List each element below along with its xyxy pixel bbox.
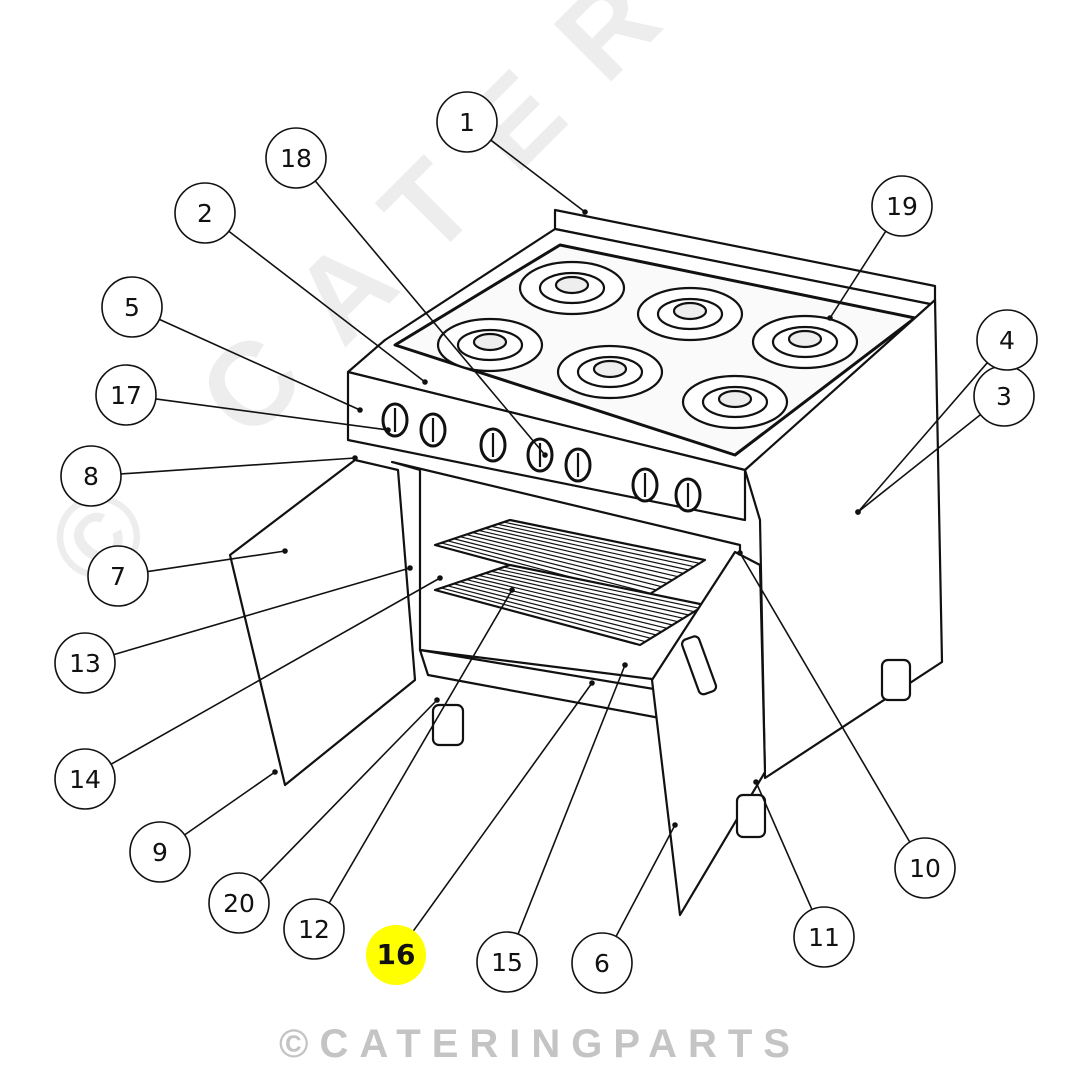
leader-line: [755, 781, 813, 910]
burner: [518, 260, 626, 316]
leader-line: [159, 318, 361, 411]
callout-number: 17: [110, 381, 142, 410]
callout-number: 12: [298, 915, 330, 944]
callout-number: 3: [996, 382, 1012, 411]
callout-number: 8: [83, 462, 99, 491]
control-knob[interactable]: [526, 437, 554, 473]
oven-rack: [433, 518, 707, 602]
leader-line: [259, 699, 438, 883]
left-door: [228, 458, 417, 787]
callout-15: 15: [476, 931, 538, 993]
callout-number: 9: [152, 838, 168, 867]
burner: [636, 286, 744, 342]
leg: [431, 703, 465, 747]
callout-number: 15: [491, 948, 523, 977]
leader-line: [314, 180, 546, 456]
callout-11: 11: [793, 906, 855, 968]
leader-line: [739, 552, 911, 843]
control-knob[interactable]: [419, 412, 447, 448]
callout-10: 10: [894, 837, 956, 899]
control-knob[interactable]: [674, 477, 702, 513]
leader-line: [412, 682, 593, 932]
leader-line: [857, 362, 988, 513]
leader-line: [490, 139, 586, 213]
control-knob[interactable]: [564, 447, 592, 483]
callout-number: 7: [110, 562, 126, 591]
callout-number: 13: [69, 649, 101, 678]
leader-line: [829, 230, 887, 319]
leader-line: [857, 414, 982, 513]
callout-number: 5: [124, 293, 140, 322]
side-panel: [743, 298, 944, 780]
leader-line: [113, 567, 411, 656]
leader-line: [615, 824, 676, 937]
leader-line: [184, 771, 276, 836]
callout-number: 14: [69, 765, 101, 794]
callout-number: 16: [377, 938, 416, 971]
callout-1: 1: [436, 91, 498, 153]
leader-line: [328, 589, 513, 904]
leader-line: [517, 664, 626, 935]
oven-rack: [433, 563, 707, 647]
callout-13: 13: [54, 632, 116, 694]
callout-number: 6: [594, 949, 610, 978]
oven-racks: [433, 518, 707, 647]
callout-2: 2: [174, 182, 236, 244]
callout-number: 18: [280, 144, 312, 173]
callout-14: 14: [54, 748, 116, 810]
callout-8: 8: [60, 445, 122, 507]
callout-12: 12: [283, 898, 345, 960]
callout-6: 6: [571, 932, 633, 994]
callout-number: 2: [197, 199, 213, 228]
callout-19: 19: [871, 175, 933, 237]
callout-18: 18: [265, 127, 327, 189]
burner: [681, 374, 789, 430]
burner: [556, 344, 664, 400]
right-door: [650, 550, 767, 917]
leg: [880, 658, 912, 702]
callout-3: 3: [973, 365, 1035, 427]
copyright-footer: ©CATERINGPARTS: [279, 1022, 801, 1066]
control-knob[interactable]: [479, 427, 507, 463]
callout-17: 17: [95, 364, 157, 426]
leader-line: [228, 230, 426, 383]
callout-number: 11: [808, 923, 840, 952]
callout-number: 4: [999, 326, 1015, 355]
callout-number: 20: [223, 889, 255, 918]
leader-line: [110, 577, 441, 765]
callout-number: 19: [886, 192, 918, 221]
burner: [751, 314, 859, 370]
leader-line: [155, 398, 389, 431]
door-handle: [680, 635, 718, 696]
leg: [735, 793, 767, 839]
callout-16: 16: [366, 925, 426, 985]
control-knob[interactable]: [631, 467, 659, 503]
leader-line: [147, 550, 286, 573]
callout-20: 20: [208, 872, 270, 934]
callout-number: 10: [909, 854, 941, 883]
callout-7: 7: [87, 545, 149, 607]
leader-line: [120, 457, 356, 475]
callout-9: 9: [129, 821, 191, 883]
callout-5: 5: [101, 276, 163, 338]
callout-number: 1: [459, 108, 475, 137]
callout-4: 4: [976, 309, 1038, 371]
